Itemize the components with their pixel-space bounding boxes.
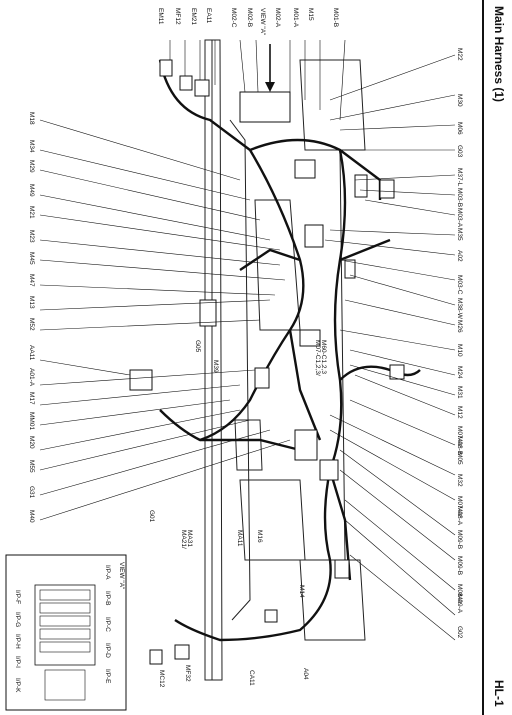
cross-car-beam [204,39,366,681]
page-code: HL-1 [492,680,506,707]
callout-label-t11: M01-B [332,8,339,27]
callout-label-r7: M45 [28,252,35,265]
callout-label-l1: M22 [456,48,463,61]
inset-connector-label: I/P-C [104,617,111,632]
callout-label-r9: M13 [28,296,35,309]
callout-label-r2: M34 [28,140,35,153]
callout-label-r14: MM01 [28,412,35,430]
callout-label-l22: M08-A [456,506,463,526]
page-title: Main Harness (1) [492,6,506,103]
callout-label-c8: MA11 [236,530,243,547]
inset-connector-label: I/P-A [104,565,111,580]
inset-connector-label: I/P-E [104,669,111,684]
callout-label-r4: M49 [28,184,35,197]
callout-label-r3: M29 [28,160,35,173]
callout-label-r18: M40 [28,510,35,523]
callout-label-l15: M31 [456,386,463,399]
callout-label-l5: M37-L [456,168,463,187]
leader-lines [39,39,456,641]
callout-label-r17: G31 [28,486,35,499]
callout-label-r15: M20 [28,436,35,449]
callout-label-l25: M08-A [456,584,463,604]
callout-label-r12: A01-A [28,368,35,387]
inset-connector-label: I/P-G [14,612,21,627]
callout-label-l7: M03-A [456,208,463,228]
callout-label-c6: MA21/ [180,530,187,549]
callout-label-l9: A02 [456,250,463,262]
callout-label-l20: M32 [456,474,463,487]
callout-label-t4: EA11 [205,8,212,24]
callout-label-c4: M60-C1,2,3 [320,340,327,374]
callout-label-l24: M09-B [456,556,463,575]
callout-label-c13: MF32 [184,665,191,682]
callout-label-l10: M03-C [456,275,463,295]
callout-label-c14: MC12 [158,670,165,688]
callout-label-r5: M21 [28,206,35,219]
callout-label-l12: M26 [456,320,463,333]
inset-connector-label: I/P-K [14,678,21,693]
callout-label-c9: M16 [256,530,263,543]
inset-connector-label: I/P-H [14,634,21,649]
inset-title: VIEW "A" [118,562,125,590]
callout-label-l11: M38-W [456,298,463,320]
callout-label-c5: G01 [148,510,155,523]
callout-label-c2: M39 [212,360,219,373]
callout-label-l23: M09-B [456,530,463,549]
callout-label-c10: M14 [298,585,305,598]
callout-label-l19: M05 [456,452,463,465]
callout-label-c3: M07-C1,2,3/ [314,340,321,376]
inset-connector-label: I/P-B [104,591,111,605]
callout-label-c1: G05 [194,340,201,353]
callout-label-r16: M55 [28,460,35,473]
inset-labels: VIEW "A" I/P-A I/P-B I/P-C I/P-D I/P-E I/P-F I/… [14,562,125,693]
callout-label-t1: EM11 [157,8,164,25]
callout-label-r8: M47 [28,274,35,287]
callout-label-t8: M02-A [274,8,281,28]
callout-label-l13: M10 [456,344,463,357]
inset-connector-label: I/P-F [14,590,21,604]
callout-label-c11: A04 [302,668,309,680]
callout-label-l16: M12 [456,406,463,419]
callout-label-r13: M17 [28,392,35,405]
title-divider-line [482,0,484,715]
callout-label-r11: AA11 [28,345,35,361]
callout-label-l4: G03 [456,145,463,158]
view-a-arrow [265,44,275,92]
inset-connector-label: I/P-I [14,656,21,668]
callout-label-r1: M18 [28,112,35,125]
inset-connector-label: I/P-D [104,643,111,658]
callout-label-l27: G02 [456,626,463,639]
callout-label-t2: MF12 [174,8,181,25]
callout-label-t5: M02-C [230,8,237,28]
callout-label-l6: M03-B [456,188,463,207]
callout-label-l8: M35 [456,228,463,241]
callout-label-l17: M07-A/ [456,426,463,447]
callout-label-r10: M52 [28,318,35,331]
callout-label-c7: MA31 [186,530,193,547]
callout-label-c12: CA11 [248,670,255,686]
inset-view-a [5,554,127,711]
callout-label-l14: M24 [456,366,463,379]
callout-label-t3: EM21 [190,8,197,25]
callout-label-l21: M07-A/ [456,496,463,517]
callout-label-r6: M23 [28,230,35,243]
callout-label-l26: M09-A [456,594,463,614]
connector-blocks [129,59,405,665]
callout-label-l3: M06 [456,122,463,135]
callout-label-l18: M08-B [456,436,463,455]
callout-label-l2: M30 [456,94,463,107]
callout-label-t10: M15 [307,8,314,21]
callout-label-t7: VIEW "A" [259,8,266,36]
callout-label-t6: M02-B [246,8,253,27]
callout-label-t9: M01-A [292,8,299,28]
